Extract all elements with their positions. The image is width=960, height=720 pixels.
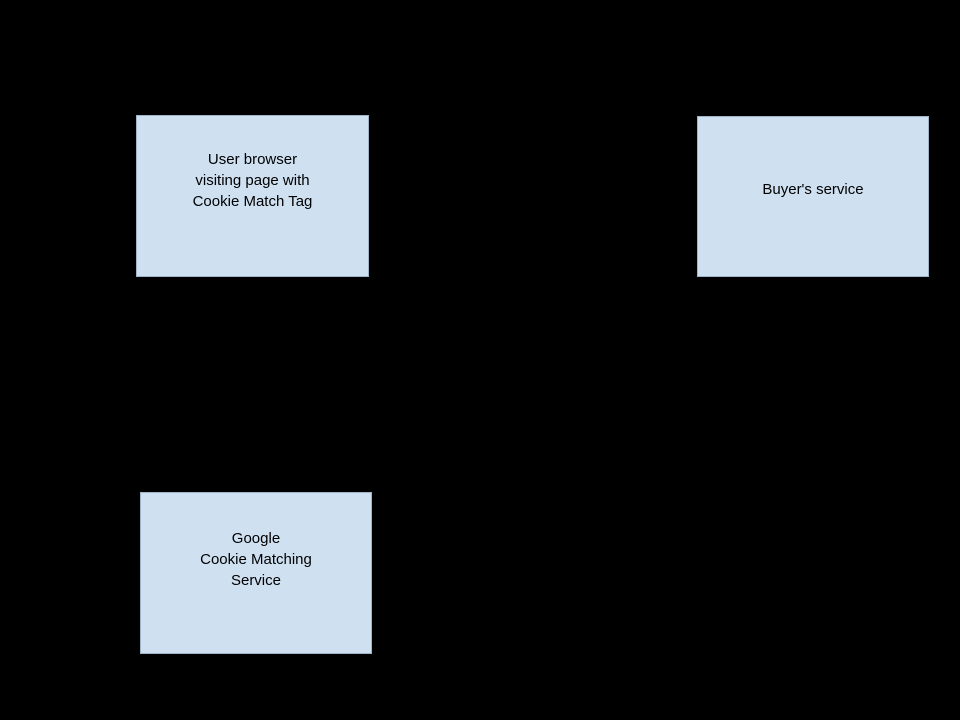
node-google-cookie-matching-service-label: Google Cookie Matching Service <box>200 529 312 589</box>
connector-user-browser-to-buyers-service <box>369 195 697 196</box>
node-user-browser-label: User browser visiting page with Cookie M… <box>192 150 313 210</box>
node-google-cookie-matching-service[interactable]: Google Cookie Matching Service <box>140 492 372 654</box>
connector-buyers-service-to-google-cms <box>372 573 813 574</box>
node-user-browser[interactable]: User browser visiting page with Cookie M… <box>136 115 369 277</box>
connector-user-browser-to-google-cms <box>252 277 253 492</box>
node-buyers-service-label: Buyer's service <box>762 181 864 198</box>
connector-buyers-service-riser <box>812 277 813 573</box>
node-buyers-service[interactable]: Buyer's service <box>697 116 929 277</box>
